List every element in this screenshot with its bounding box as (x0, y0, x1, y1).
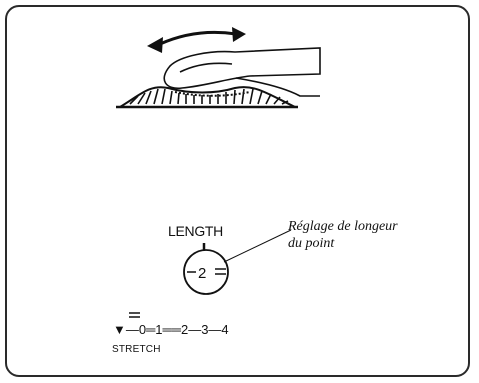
swipe-arrow-icon (147, 27, 246, 53)
dial-wheel-icon (116, 87, 298, 107)
callout-line-2: du point (288, 235, 458, 252)
stretch-label: STRETCH (112, 344, 161, 355)
callout-text: Réglage de longeur du point (288, 218, 458, 252)
dial-title: LENGTH (168, 223, 223, 239)
callout-leader-line (224, 230, 291, 262)
stretch-marker-icon (129, 313, 140, 317)
dial-value: 2 (198, 265, 206, 282)
stitch-length-scale: ▼—0═1══2—3—4 (113, 322, 229, 337)
callout-line-1: Réglage de longeur (288, 218, 458, 235)
